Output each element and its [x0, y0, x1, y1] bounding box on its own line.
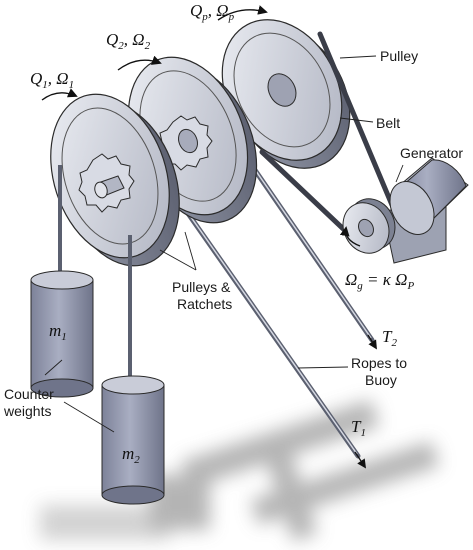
generator-pulley: [342, 198, 396, 254]
counterweight-ropes: [58, 165, 132, 378]
tension-arrow-t2: [367, 334, 377, 350]
label-m1: m1: [49, 321, 67, 343]
label-counter-line1: Counter: [4, 386, 54, 402]
label-pulleys-ratchets-line2: Ratchets: [177, 296, 232, 312]
label-q2-omega2: Q2, Ω2: [106, 30, 151, 52]
rotation-arrow-qp: [217, 5, 268, 21]
floor-shadow: [40, 399, 440, 542]
counterweight-m2: [101, 375, 165, 505]
label-qp-omegap: Qp, Ωp: [190, 1, 235, 23]
label-belt: Belt: [376, 115, 400, 131]
first-ratchet-pulley: [50, 93, 180, 267]
rotation-arrow-q2: [117, 55, 162, 71]
top-pulley: [221, 19, 351, 169]
label-m2: m2: [122, 444, 140, 466]
label-ropes-line1: Ropes to: [351, 355, 407, 371]
label-omega-g-equation: Ωg = κ ΩP: [345, 270, 414, 292]
tension-arrow-t1: [354, 451, 367, 469]
label-t2: T2: [382, 327, 397, 349]
ropes-to-buoy-highlight: [185, 157, 372, 455]
label-q1-omega1: Q1, Ω1: [30, 69, 74, 91]
generator-body: [382, 157, 469, 264]
counterweight-m1: [30, 270, 94, 398]
label-pulleys-ratchets-line1: Pulleys &: [172, 279, 231, 295]
rotation-arrow-generator: [339, 226, 361, 247]
tension-arrows: [354, 334, 377, 469]
label-pulley: Pulley: [380, 48, 418, 64]
rotation-arrow-q1: [41, 88, 78, 101]
label-t1: T1: [351, 417, 366, 439]
label-generator: Generator: [400, 145, 463, 161]
leader-lines: [44, 55, 404, 433]
label-ropes-line2: Buoy: [365, 372, 397, 388]
label-counter-line2: weights: [3, 403, 51, 419]
rotation-arrows: [41, 5, 361, 247]
